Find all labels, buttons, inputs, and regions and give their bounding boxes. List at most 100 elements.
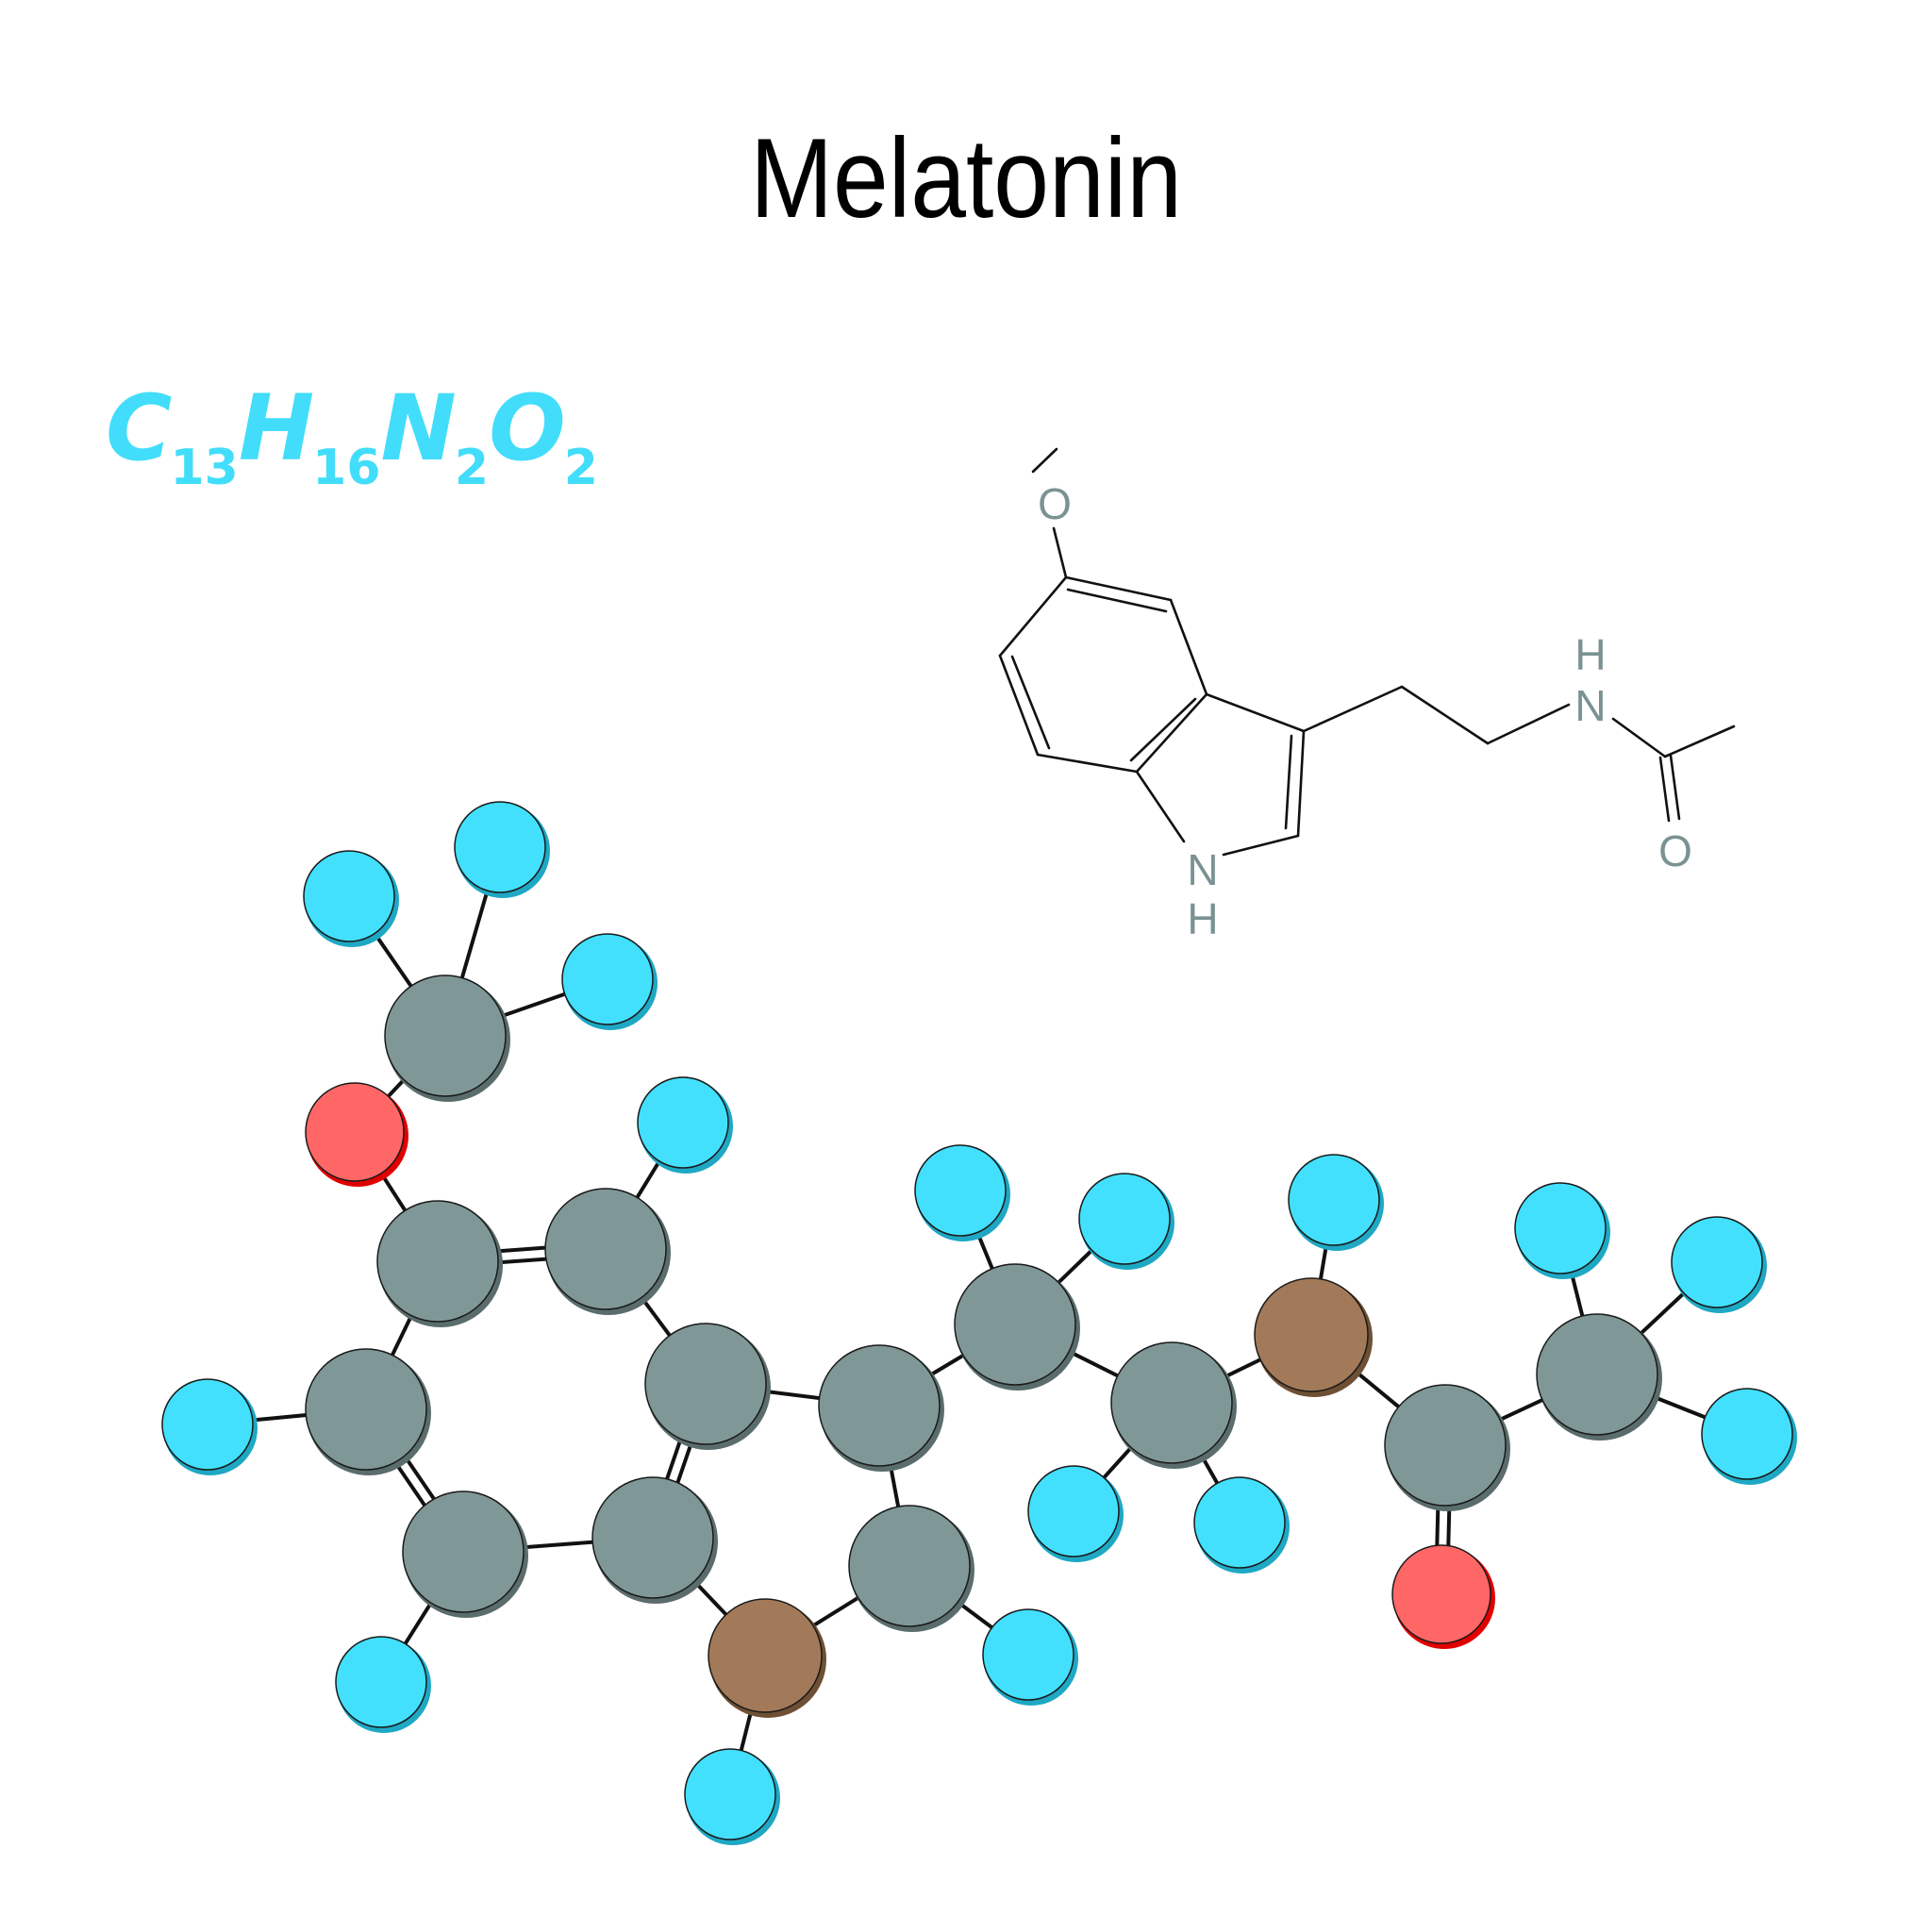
skel-bond — [1302, 685, 1404, 733]
atom-ball — [402, 1491, 525, 1613]
carbon-atom — [644, 1323, 771, 1450]
carbon-atom — [1110, 1341, 1237, 1469]
carbon-atom — [384, 974, 510, 1102]
atom-ball — [544, 1188, 667, 1310]
atom-ball — [1514, 1182, 1607, 1274]
atom-ball — [1391, 1544, 1491, 1644]
skel-bond — [1222, 834, 1300, 857]
carbon-atom — [402, 1491, 528, 1618]
atom-ball — [384, 974, 507, 1097]
atom-ball — [161, 1378, 254, 1471]
hydrogen-atom — [1078, 1173, 1174, 1270]
formula-element-carbon: C — [106, 375, 172, 481]
atom-ball — [335, 1636, 427, 1728]
formula-count-carbon: 13 — [170, 440, 239, 496]
carbon-atom — [848, 1505, 974, 1632]
atom-ball — [1110, 1341, 1233, 1464]
atom-ball — [708, 1598, 823, 1713]
atom-ball — [454, 801, 546, 893]
carbon-atom — [591, 1476, 718, 1604]
hydrogen-atom — [637, 1076, 733, 1174]
formula-element-hydrogen: H — [238, 375, 314, 481]
hydrogen-atom — [303, 850, 399, 947]
skel-label-methoxy-o: O — [1038, 479, 1072, 528]
skel-label-carbonyl-o: O — [1658, 826, 1692, 875]
atom-ball — [305, 1348, 427, 1471]
skel-bond — [998, 575, 1068, 658]
atom-ball — [1193, 1476, 1286, 1569]
skel-bond — [1066, 588, 1168, 613]
hydrogen-atom — [982, 1608, 1078, 1706]
skel-bond — [1135, 692, 1208, 774]
skel-bond — [1036, 753, 1139, 774]
atom-ball — [1701, 1388, 1793, 1480]
formula-count-nitrogen: 2 — [454, 440, 490, 496]
formula-count-oxygen: 2 — [563, 440, 598, 496]
skel-bond — [1205, 692, 1306, 733]
skel-bond — [1611, 717, 1667, 758]
carbon-atom — [376, 1200, 503, 1327]
skel-bond — [1129, 697, 1197, 762]
atom-ball — [1254, 1277, 1369, 1392]
atom-ball — [305, 1082, 405, 1182]
carbon-atom — [1536, 1313, 1662, 1441]
skel-bond — [1031, 447, 1058, 474]
atom-ball — [561, 933, 654, 1025]
atom-ball — [848, 1505, 971, 1627]
atom-ball — [914, 1144, 1007, 1237]
carbon-atom — [1384, 1384, 1510, 1511]
skel-bond — [1296, 729, 1306, 838]
skel-bond — [1169, 598, 1208, 696]
hydrogen-atom — [1288, 1154, 1384, 1251]
atom-ball — [1384, 1384, 1507, 1507]
skel-label-amide-n: N — [1574, 681, 1606, 730]
skel-label-amide-h: H — [1574, 630, 1606, 679]
atom-ball — [954, 1263, 1076, 1386]
skel-label-ring-n: N — [1187, 845, 1218, 894]
molecular-formula: C13H16N2O2 — [106, 375, 598, 496]
atom-ball — [1288, 1154, 1380, 1246]
atom-ball — [644, 1323, 767, 1445]
hydrogen-atom — [1701, 1388, 1797, 1485]
atom-ball — [684, 1748, 776, 1840]
formula-element-oxygen: O — [489, 375, 566, 481]
skel-bond — [1010, 655, 1051, 750]
skel-bond — [1284, 734, 1293, 830]
carbon-atom — [954, 1263, 1080, 1391]
hydrogen-atom — [335, 1636, 431, 1733]
atom-ball — [1671, 1216, 1763, 1308]
nitrogen-atom — [1254, 1277, 1373, 1397]
skel-bond — [1064, 575, 1173, 602]
skel-bond — [1663, 724, 1736, 758]
hydrogen-atom — [684, 1748, 780, 1845]
atom-ball — [376, 1200, 499, 1323]
carbon-atom — [544, 1188, 671, 1315]
atom-ball — [982, 1608, 1074, 1701]
skel-bond — [1486, 703, 1571, 745]
atom-ball — [1078, 1173, 1171, 1265]
hydrogen-atom — [1027, 1465, 1124, 1562]
skel-bond — [1135, 770, 1186, 843]
atom-ball — [637, 1076, 729, 1169]
oxygen-atom — [305, 1082, 408, 1187]
formula-element-nitrogen: N — [380, 375, 457, 481]
hydrogen-atom — [161, 1378, 258, 1475]
atom-ball — [303, 850, 395, 942]
nitrogen-atom — [708, 1598, 826, 1718]
hydrogen-atom — [1193, 1476, 1290, 1574]
skel-bond — [998, 654, 1040, 757]
skel-bond — [1400, 685, 1490, 745]
hydrogen-atom — [1671, 1216, 1767, 1313]
skel-bond — [1669, 754, 1681, 821]
oxygen-atom — [1391, 1544, 1495, 1649]
hydrogen-atom — [561, 933, 658, 1030]
carbon-atom — [818, 1344, 944, 1472]
atom-ball — [818, 1344, 941, 1467]
page-title: Melatonin — [750, 115, 1182, 242]
skel-bond — [1658, 756, 1671, 823]
formula-count-hydrogen: 16 — [312, 440, 381, 496]
skel-bond — [1052, 526, 1068, 579]
hydrogen-atom — [454, 801, 550, 898]
